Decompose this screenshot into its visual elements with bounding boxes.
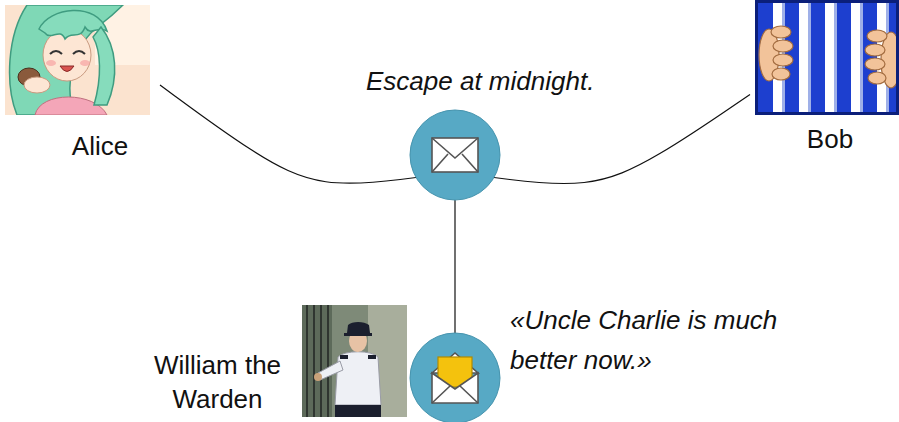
node-picture	[5, 5, 150, 115]
node-label: William the Warden	[145, 348, 290, 416]
alice-node: Alice	[5, 5, 160, 165]
picture-symbol	[302, 305, 407, 417]
message-text: «Uncle Charlie is much better now.»	[510, 300, 820, 380]
message-envelope: Escape at midnight.	[410, 110, 500, 200]
warden-node: William the Warden	[145, 300, 407, 422]
picture-symbol	[755, 0, 899, 115]
envelope-icon	[432, 138, 478, 172]
envelope-icon	[432, 353, 478, 403]
envelope-circle	[410, 333, 500, 422]
circle-outline	[410, 110, 500, 200]
node-picture	[302, 305, 407, 417]
node-label: Alice	[35, 129, 165, 163]
bob-node: Bob	[750, 0, 899, 160]
envelope-circle	[410, 110, 500, 200]
connector-line	[454, 200, 455, 333]
message-text: Escape at midnight.	[366, 64, 646, 98]
circle-outline	[410, 333, 500, 422]
node-label: Bob	[780, 122, 880, 156]
picture-symbol	[5, 5, 150, 115]
node-picture	[755, 0, 899, 115]
connector-line	[494, 94, 750, 183]
intercepted-envelope: «Uncle Charlie is much better now.»	[410, 333, 500, 422]
connector-line	[160, 85, 416, 183]
